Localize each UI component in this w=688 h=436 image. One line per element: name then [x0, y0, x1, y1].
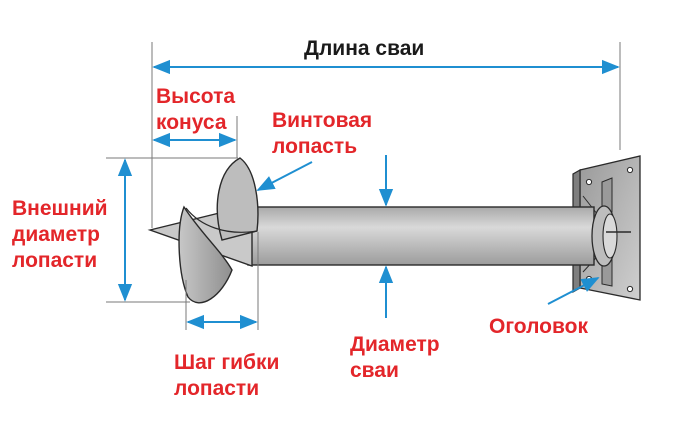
blade-lower-half — [178, 205, 233, 304]
extension-lines — [106, 42, 621, 330]
screw-blade-leader — [256, 161, 313, 191]
pile-head-leader — [547, 277, 600, 305]
pile-shaft — [247, 205, 631, 267]
shaft-end — [602, 213, 618, 259]
dimension-arrows — [117, 59, 620, 330]
label-pile-head: Оголовок — [489, 315, 588, 338]
label-blade-pitch: Шаг гибки лопасти — [174, 351, 280, 400]
bolt-hole — [626, 285, 634, 293]
label-cone-height: Высота конуса — [156, 85, 236, 134]
label-pile-diameter: Диаметр сваи — [350, 333, 440, 382]
blade-spiral-edge — [185, 207, 258, 233]
shaft-body — [247, 206, 595, 266]
label-screw-blade: Винтовая лопасть — [272, 109, 373, 158]
blade-upper-half — [216, 157, 259, 241]
bolt-hole — [585, 178, 593, 186]
bolt-hole — [626, 166, 634, 174]
screw-blade-assembly — [147, 157, 259, 304]
label-pile-length: Длина сваи — [304, 37, 425, 60]
label-outer-blade-diameter: Внешний диаметр лопасти — [12, 197, 108, 272]
head-rib — [601, 177, 613, 213]
